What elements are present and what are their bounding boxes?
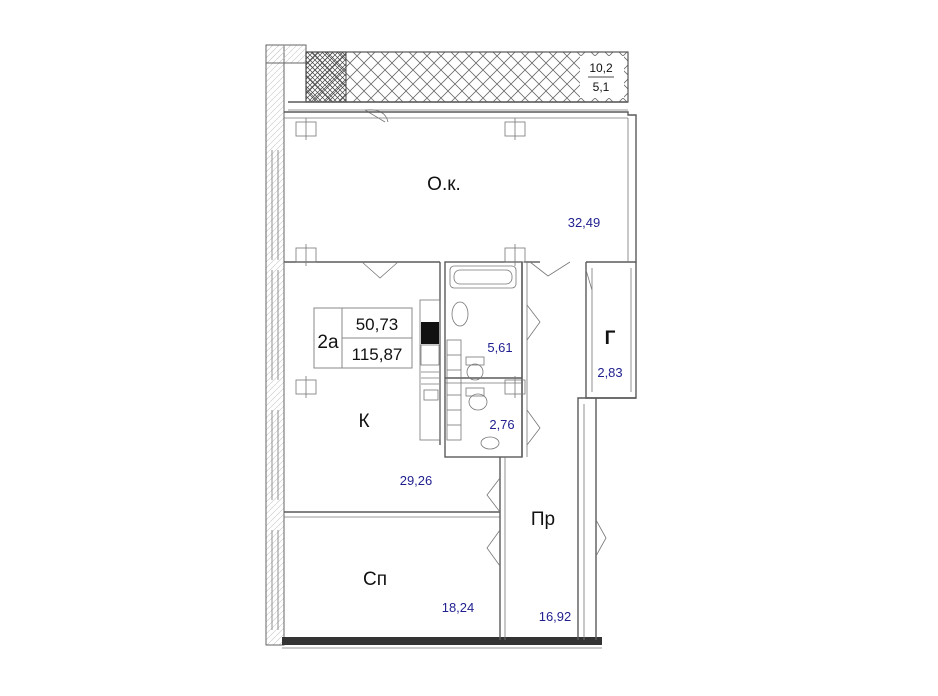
column-marker xyxy=(504,376,526,398)
room-name-pr: Пр xyxy=(531,509,555,530)
column-marker xyxy=(295,244,317,266)
toilet-icon xyxy=(465,356,485,381)
column-marker xyxy=(295,118,317,140)
room-name-k: К xyxy=(358,411,369,432)
column-marker xyxy=(295,376,317,398)
kitchen-counter xyxy=(419,299,462,441)
unit-living-area: 50,73 xyxy=(356,315,399,334)
interior-walls xyxy=(284,111,637,640)
room-area-g: 2,83 xyxy=(597,365,622,380)
unit-total-area: 115,87 xyxy=(352,345,403,364)
balcony-area-top: 10,2 xyxy=(589,61,613,75)
sink-icon xyxy=(451,301,469,327)
room-area-sp: 18,24 xyxy=(442,600,475,615)
toilet-icon xyxy=(465,387,488,411)
column-marker xyxy=(504,118,526,140)
column-marker xyxy=(504,244,526,266)
room-area-k: 29,26 xyxy=(400,473,433,488)
outer-walls xyxy=(265,44,602,649)
room-area-wc: 2,76 xyxy=(489,417,514,432)
balcony-area-bottom: 5,1 xyxy=(593,80,610,94)
columns xyxy=(295,118,526,398)
room-area-pr: 16,92 xyxy=(539,609,572,624)
doors xyxy=(361,261,607,567)
bathtub-icon xyxy=(449,265,517,289)
sink-icon xyxy=(480,436,500,450)
room-name-g: Г xyxy=(605,328,616,349)
balcony xyxy=(288,51,629,123)
unit-badge: 2а 50,73 115,87 xyxy=(313,307,413,369)
room-name-sp: Сп xyxy=(363,569,387,590)
room-area-bath: 5,61 xyxy=(487,340,512,355)
unit-type-label: 2а xyxy=(317,332,339,353)
room-name-ok: О.к. xyxy=(427,174,461,195)
room-area-ok: 32,49 xyxy=(568,215,601,230)
